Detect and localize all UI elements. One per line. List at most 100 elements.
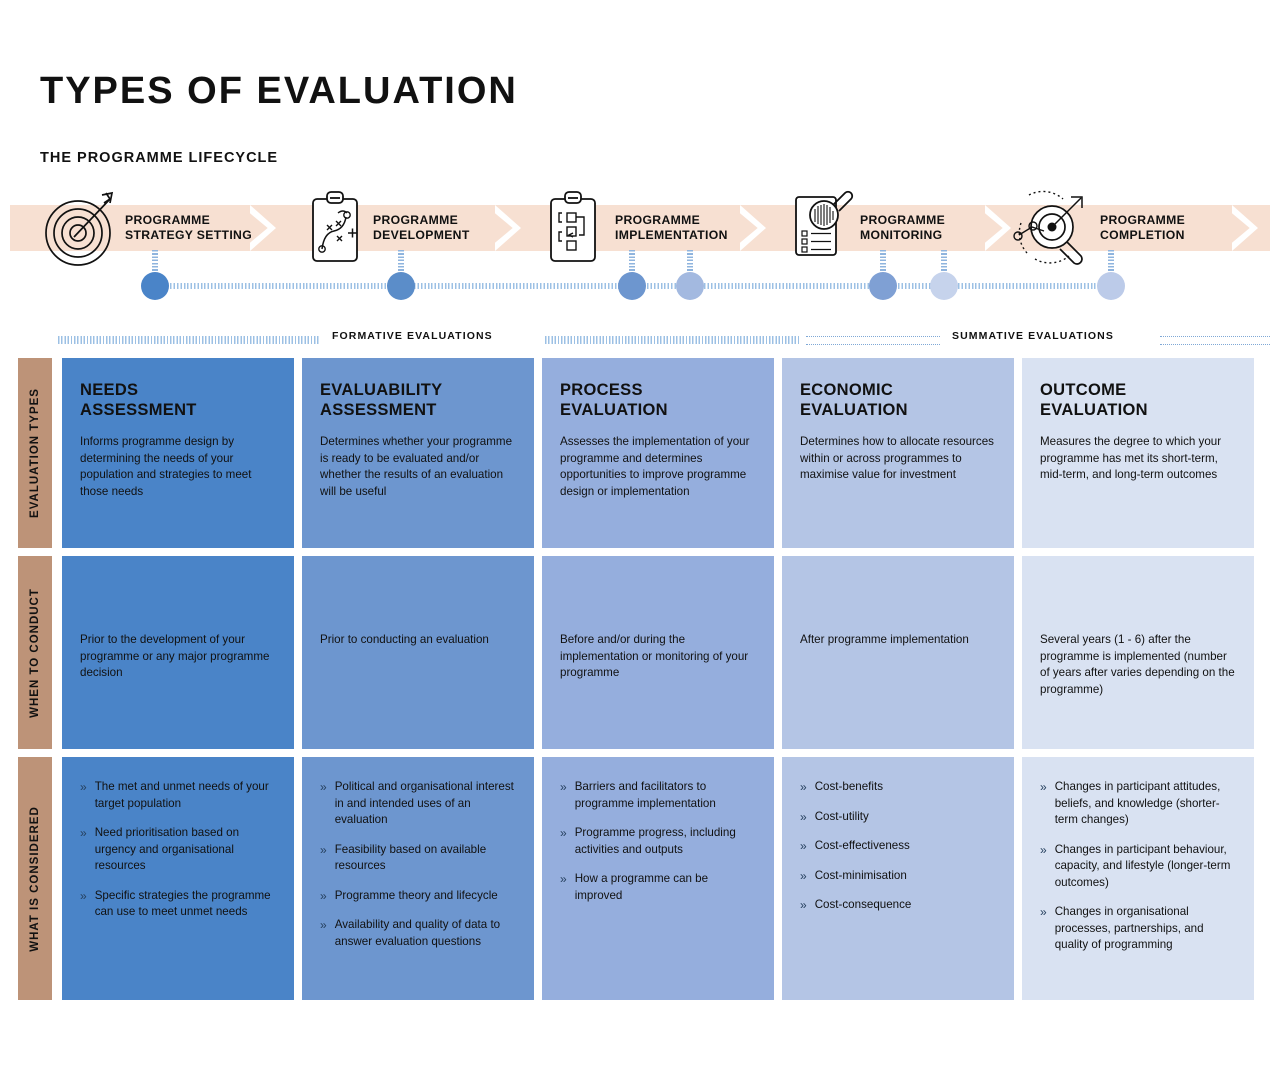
- cell-economic-evaluation-type: ECONOMIC EVALUATION Determines how to al…: [782, 358, 1014, 548]
- bullet-marker-icon: »: [80, 888, 87, 903]
- page-subtitle: THE PROGRAMME LIFECYCLE: [40, 150, 279, 166]
- cell-evaluability-assessment-when: Prior to conducting an evaluation: [302, 556, 534, 749]
- document-magnifier-icon: [788, 185, 858, 270]
- considered-list: »Cost-benefits»Cost-utility»Cost-effecti…: [800, 779, 996, 914]
- column-when: Prior to conducting an evaluation: [320, 633, 489, 646]
- column-when: Several years (1 - 6) after the programm…: [1040, 633, 1235, 696]
- matrix-row-what-is-considered: WHAT IS CONSIDERED »The met and unmet ne…: [18, 757, 1262, 1000]
- timeline-track: [404, 283, 632, 289]
- stage-label-development: PROGRAMME DEVELOPMENT: [373, 213, 470, 242]
- list-item-text: Changes in participant attitudes, belief…: [1054, 780, 1221, 826]
- list-item: »Cost-utility: [800, 809, 996, 826]
- programme-lifecycle-banner: PROGRAMME STRATEGY SETTING PROGRAMME DEV…: [10, 190, 1270, 266]
- list-item: »Availability and quality of data to ans…: [320, 917, 516, 950]
- list-item: » Changes in participant behaviour, capac…: [1040, 842, 1236, 892]
- timeline-dot: [618, 272, 646, 300]
- bullet-marker-icon: »: [1040, 842, 1047, 857]
- timeline-stem: [629, 250, 635, 274]
- column-description: Determines whether your programme is rea…: [320, 435, 513, 498]
- list-item: »The met and unmet needs of your target …: [80, 779, 276, 812]
- timeline-dot: [141, 272, 169, 300]
- list-item-text: Political and organisational interest in…: [334, 780, 514, 826]
- column-description: Assesses the implementation of your prog…: [560, 435, 750, 498]
- header-rule: [545, 336, 801, 344]
- list-item-text: Changes in organisational processes, par…: [1054, 905, 1204, 951]
- considered-list: » Changes in participant attitudes, belie…: [1040, 779, 1236, 954]
- target-magnifier-arrow-icon: [1005, 183, 1095, 272]
- considered-list: » Political and organisational interest i…: [320, 779, 516, 950]
- list-item-text: Specific strategies the programme can us…: [94, 888, 271, 919]
- timeline-stem: [398, 250, 404, 274]
- bullet-marker-icon: »: [560, 780, 567, 794]
- timeline-stem: [880, 250, 886, 274]
- evaluation-matrix: EVALUATION TYPES NEEDS ASSESSMENT Inform…: [18, 358, 1262, 1008]
- timeline-stem: [941, 250, 947, 274]
- cell-process-evaluation-considered: »Barriers and facilitators to programme …: [542, 757, 774, 1000]
- list-item: »Cost-consequence: [800, 897, 996, 914]
- bullet-marker-icon: »: [80, 780, 87, 794]
- list-item: »Cost-effectiveness: [800, 838, 996, 855]
- list-item-text: Availability and quality of data to answ…: [334, 918, 501, 948]
- list-item-text: Cost-effectiveness: [814, 839, 910, 852]
- list-item-text: Changes in participant behaviour, capaci…: [1054, 842, 1231, 889]
- cell-process-evaluation-when: Before and/or during the implementation …: [542, 556, 774, 749]
- timeline-dot: [930, 272, 958, 300]
- bullet-marker-icon: »: [560, 826, 567, 840]
- bullet-marker-icon: »: [320, 780, 327, 794]
- bullet-marker-icon: »: [800, 780, 807, 794]
- list-item-text: Cost-benefits: [814, 780, 883, 793]
- list-item: »Programme theory and lifecycle: [320, 888, 516, 905]
- cell-needs-assessment-considered: »The met and unmet needs of your target …: [62, 757, 294, 1000]
- list-item-text: Feasibility based on available resources: [334, 842, 487, 873]
- timeline-dot: [1097, 272, 1125, 300]
- cell-outcome-evaluation-considered: » Changes in participant attitudes, belie…: [1022, 757, 1254, 1000]
- page-title: TYPES OF EVALUATION: [40, 70, 518, 112]
- column-when: Before and/or during the implementation …: [560, 633, 749, 679]
- header-rule-diamond: [806, 336, 940, 345]
- summative-evaluations-label: SUMMATIVE EVALUATIONS: [952, 330, 1114, 342]
- considered-list: »The met and unmet needs of your target …: [80, 779, 276, 921]
- bullet-marker-icon: »: [800, 898, 807, 912]
- timeline-stem: [1108, 250, 1114, 274]
- timeline-track: [948, 283, 1108, 289]
- header-rule: [58, 336, 320, 344]
- timeline-track: [888, 283, 944, 289]
- list-item: » Political and organisational interest i…: [320, 779, 516, 829]
- bullet-marker-icon: »: [1040, 780, 1047, 794]
- list-item: » Cost-benefits: [800, 779, 996, 796]
- bullet-marker-icon: »: [560, 872, 567, 886]
- clipboard-strategy-icon: [307, 189, 363, 272]
- column-title: NEEDS ASSESSMENT: [80, 381, 197, 419]
- row-label-when-to-conduct: WHEN TO CONDUCT: [18, 556, 52, 749]
- list-item: » Need prioritisation based on urgency an…: [80, 825, 276, 875]
- clipboard-flowchart-icon: [545, 189, 601, 272]
- row-label-text: WHAT IS CONSIDERED: [29, 805, 42, 952]
- matrix-row-when-to-conduct: WHEN TO CONDUCT Prior to the development…: [18, 556, 1262, 749]
- column-when: Prior to the development of your program…: [80, 633, 270, 679]
- bullet-marker-icon: »: [320, 888, 327, 903]
- formative-evaluations-label: FORMATIVE EVALUATIONS: [332, 330, 493, 342]
- list-item-text: Need prioritisation based on urgency and…: [94, 826, 240, 872]
- bullet-marker-icon: »: [1040, 905, 1047, 919]
- bullet-marker-icon: »: [80, 826, 87, 840]
- row-label-text: WHEN TO CONDUCT: [29, 587, 41, 718]
- lifecycle-timeline: [0, 250, 1280, 310]
- stage-label-monitoring: PROGRAMME MONITORING: [860, 213, 946, 242]
- stage-label-implementation: PROGRAMME IMPLEMENTATION: [615, 213, 728, 242]
- list-item-text: Programme progress, including activities…: [574, 826, 736, 856]
- list-item: » Programme progress, including activitie…: [560, 825, 756, 858]
- bullet-marker-icon: »: [320, 842, 327, 857]
- cell-economic-evaluation-considered: »Cost-benefits»Cost-utility»Cost-effecti…: [782, 757, 1014, 1000]
- stage-label-completion: PROGRAMME COMPLETION: [1100, 213, 1186, 242]
- list-item: » Changes in organisational processes, pa…: [1040, 904, 1236, 954]
- cell-outcome-evaluation-when: Several years (1 - 6) after the programm…: [1022, 556, 1254, 749]
- column-title: ECONOMIC EVALUATION: [800, 381, 908, 419]
- row-label-text: EVALUATION TYPES: [29, 388, 42, 518]
- list-item: »Barriers and facilitators to programme …: [560, 779, 756, 812]
- column-when: After programme implementation: [800, 633, 969, 646]
- matrix-row-evaluation-types: EVALUATION TYPES NEEDS ASSESSMENT Inform…: [18, 358, 1262, 548]
- cell-needs-assessment-type: NEEDS ASSESSMENT Informs programme desig…: [62, 358, 294, 548]
- cell-outcome-evaluation-type: OUTCOME EVALUATION Measures the degree t…: [1022, 358, 1254, 548]
- list-item-text: Cost-utility: [814, 809, 869, 823]
- column-title: EVALUABILITY ASSESSMENT: [320, 381, 443, 419]
